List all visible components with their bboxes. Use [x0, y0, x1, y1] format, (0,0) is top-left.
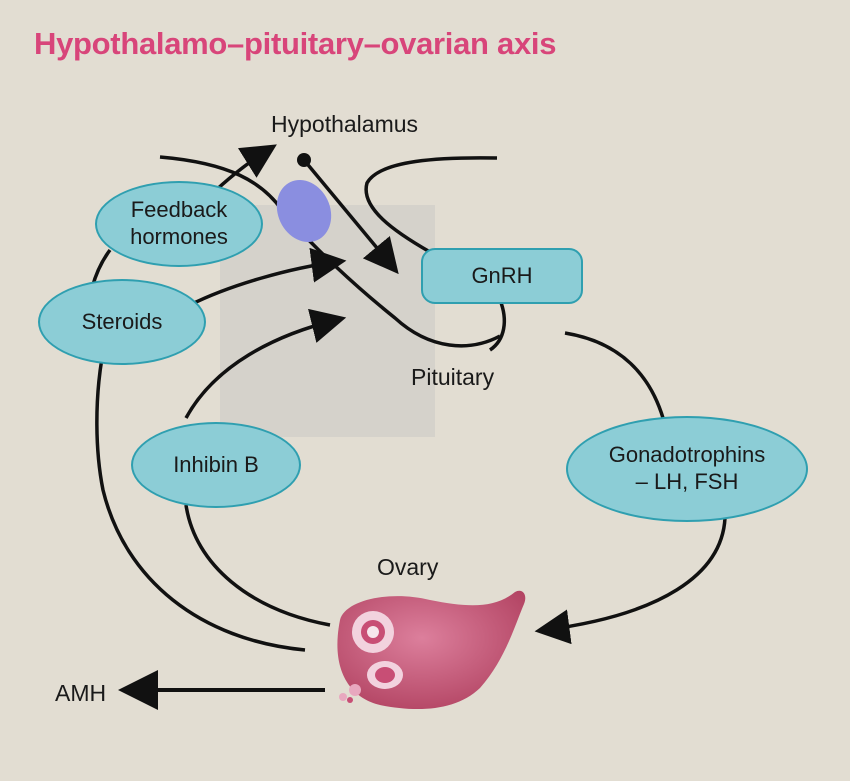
steroids-label: Steroids — [81, 308, 163, 334]
page-title: Hypothalamo–pituitary–ovarian axis — [34, 26, 557, 61]
feedback-hormones-node: Feedback hormones — [95, 181, 263, 267]
ovary-graphic — [337, 590, 526, 710]
gnrh-node: GnRH — [421, 248, 583, 304]
ovary-steroids-line — [95, 357, 306, 652]
gonadotrophins-line2: – LH, FSH — [635, 469, 739, 494]
ovary-inhibin-line — [184, 504, 331, 627]
amh-label: AMH — [55, 680, 107, 706]
feedback-hormones-line1: Feedback — [130, 197, 228, 223]
feedback-hormones-line2: hormones — [130, 224, 228, 249]
inhibin-pituitary-arrow — [184, 308, 347, 419]
steroids-pituitary-arrow — [189, 247, 347, 307]
gonadotrophins-ovary-arrow — [534, 517, 727, 645]
gonadotrophins-line1: Gonadotrophins — [608, 442, 766, 468]
gonadotrophins-node: Gonadotrophins – LH, FSH — [566, 416, 808, 522]
neuron-arrow — [302, 158, 399, 275]
pituitary-label: Pituitary — [411, 364, 495, 390]
pituitary-gonadotrophins-line — [564, 331, 667, 426]
hypothalamus-label: Hypothalamus — [271, 111, 419, 137]
ovary-label: Ovary — [377, 554, 439, 580]
inhibin-b-node: Inhibin B — [131, 422, 301, 508]
inhibin-b-label: Inhibin B — [173, 451, 259, 477]
steroids-node: Steroids — [38, 279, 206, 365]
brain-contour-right — [364, 156, 498, 254]
pituitary-gland — [276, 179, 332, 243]
pituitary-stalk-line — [488, 299, 507, 352]
gnrh-label: GnRH — [471, 262, 533, 288]
